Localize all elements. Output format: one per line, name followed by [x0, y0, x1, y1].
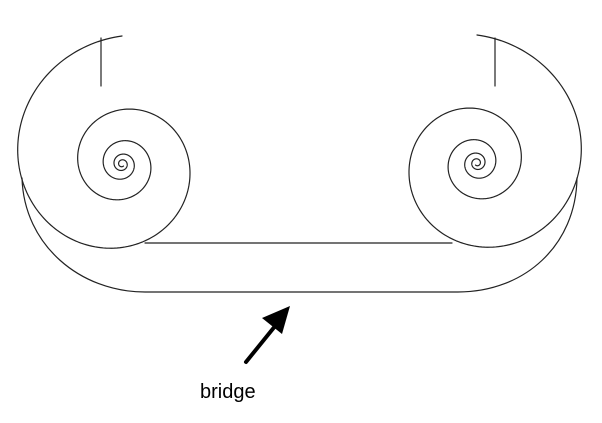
left-volute-spiral [17, 35, 191, 249]
right-volute-spiral [408, 34, 582, 248]
bridge-bottom-edge [21, 177, 578, 293]
bridge-label: bridge [200, 381, 256, 403]
bridge-arrow-head [262, 306, 290, 334]
